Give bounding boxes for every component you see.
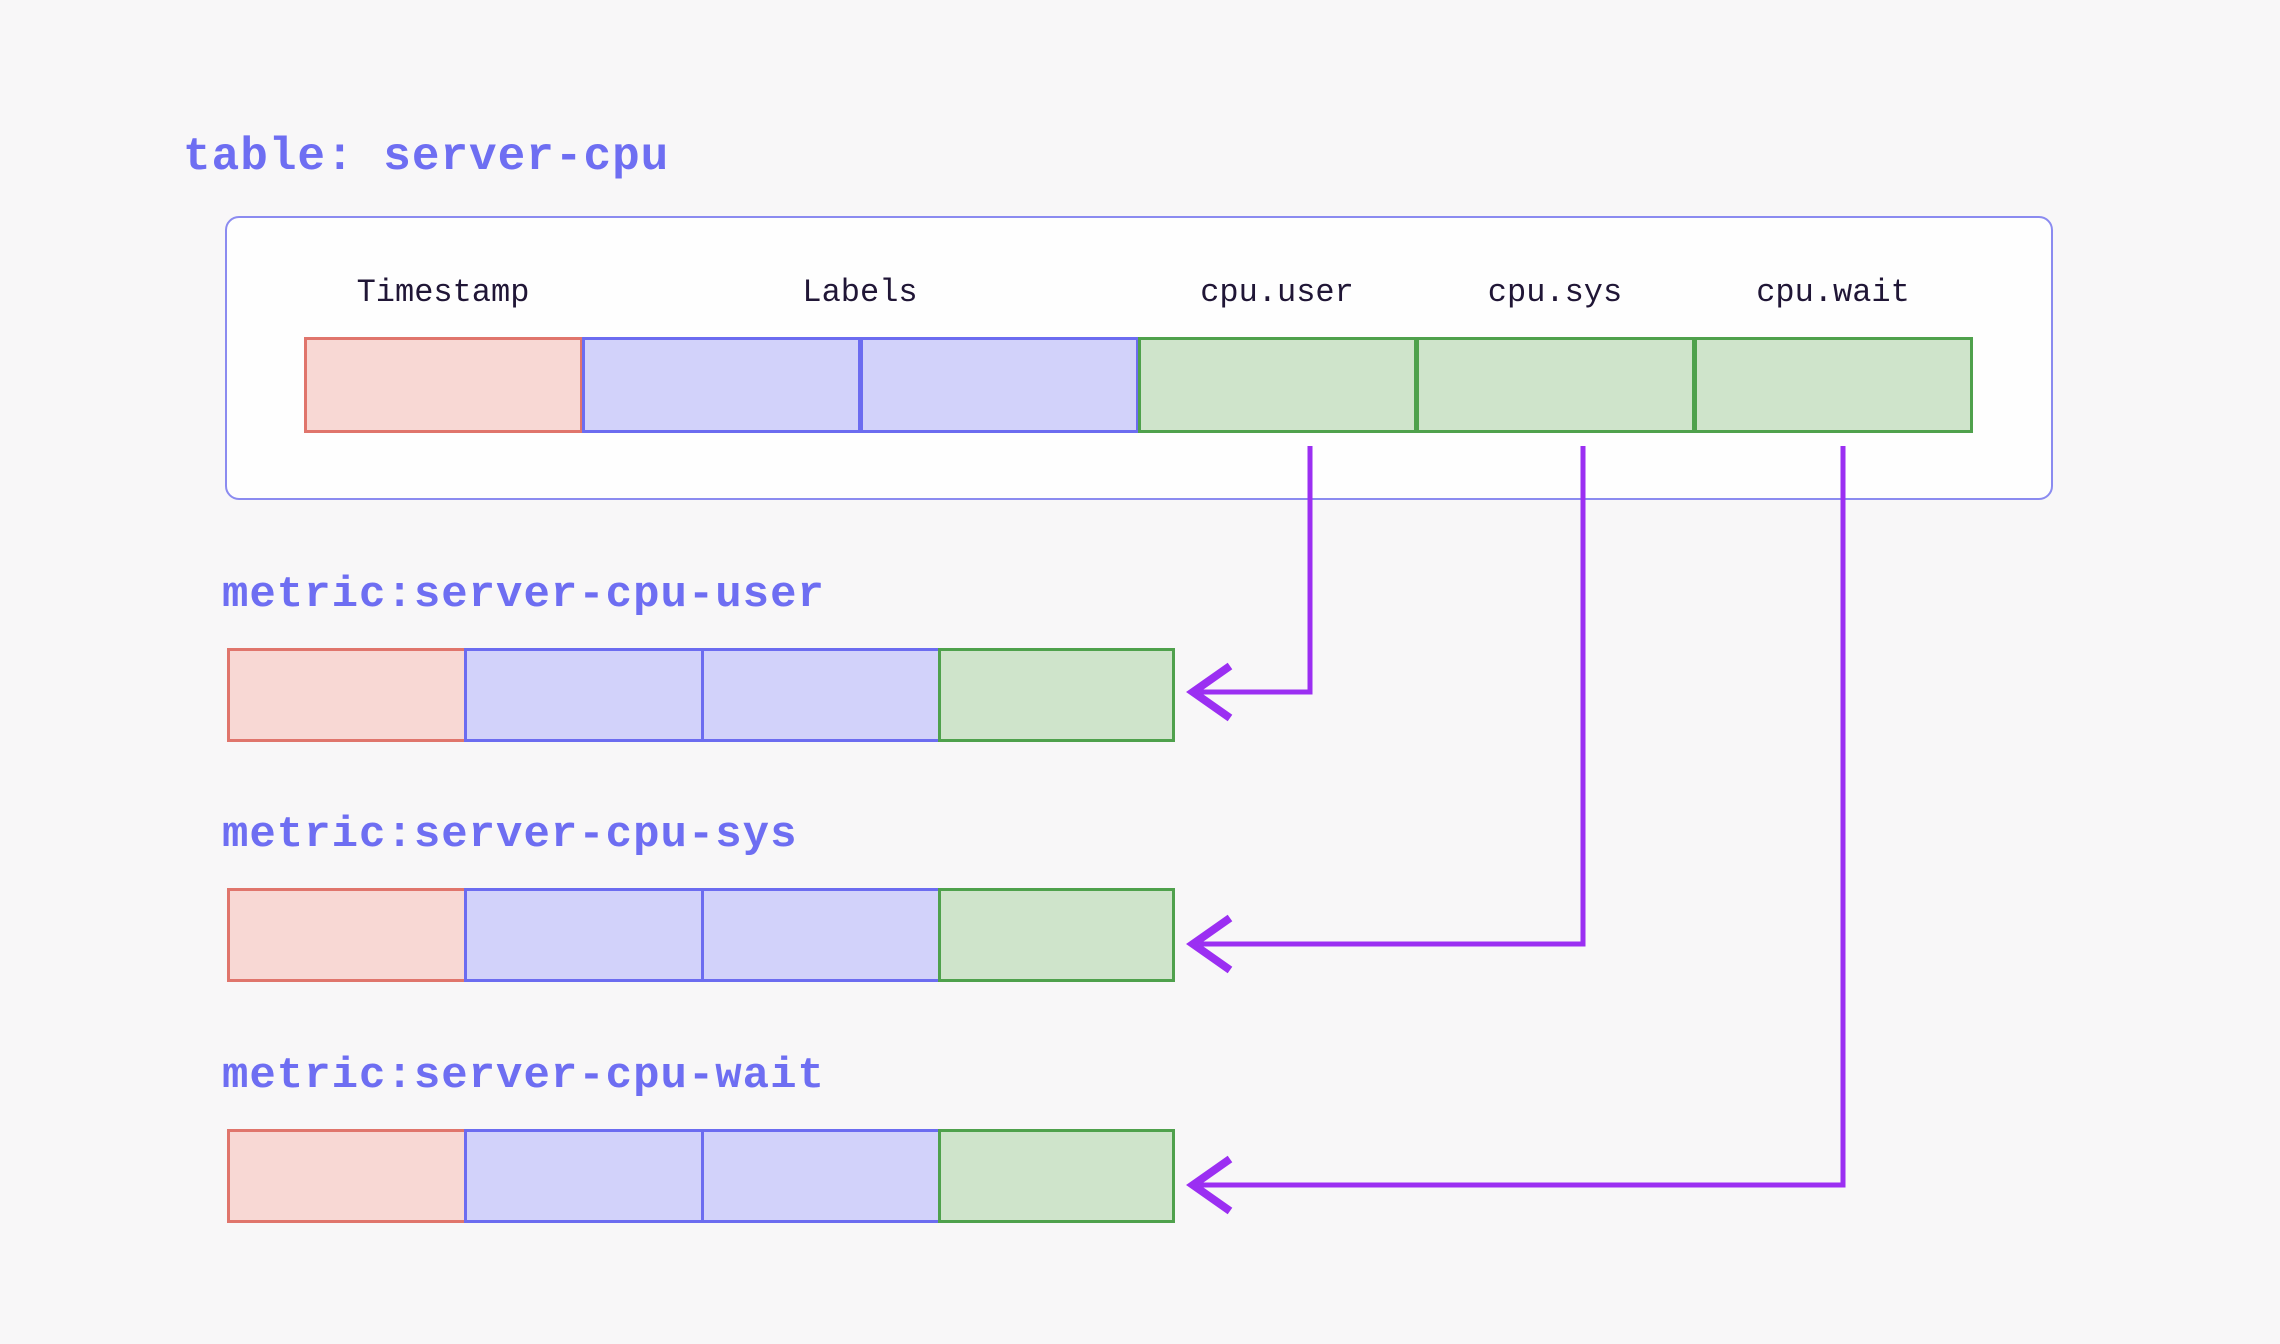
field-cell-cpu-wait [1694,337,1973,433]
metric-title-sys: metric:server-cpu-sys [222,810,798,860]
label-cell [464,888,704,982]
column-header-labels: Labels [802,274,918,311]
label-cell [860,337,1139,433]
label-cell [464,1129,704,1223]
column-header-cpu-sys: cpu.sys [1487,274,1623,311]
field-cell-cpu-user [1138,337,1417,433]
metric-title-user: metric:server-cpu-user [222,570,825,620]
table-row [0,337,2280,433]
metric-row-sys [0,888,2280,982]
label-cell [701,1129,941,1223]
label-cell [701,888,941,982]
metric-row-user [0,648,2280,742]
label-cell [464,648,704,742]
timestamp-cell [227,1129,467,1223]
timestamp-cell [304,337,583,433]
field-cell [938,1129,1175,1223]
metric-row-wait [0,1129,2280,1223]
metric-title-wait: metric:server-cpu-wait [222,1051,825,1101]
table-title: table: server-cpu [183,131,670,183]
timestamp-cell [227,888,467,982]
field-cell [938,648,1175,742]
timestamp-cell [227,648,467,742]
field-cell-cpu-sys [1416,337,1695,433]
label-cell [582,337,861,433]
column-header-timestamp: Timestamp [356,274,530,311]
column-header-cpu-wait: cpu.wait [1756,274,1910,311]
arrow-cpu-wait-to-metric [1186,446,1846,1215]
column-header-cpu-user: cpu.user [1200,274,1354,311]
field-cell [938,888,1175,982]
label-cell [701,648,941,742]
